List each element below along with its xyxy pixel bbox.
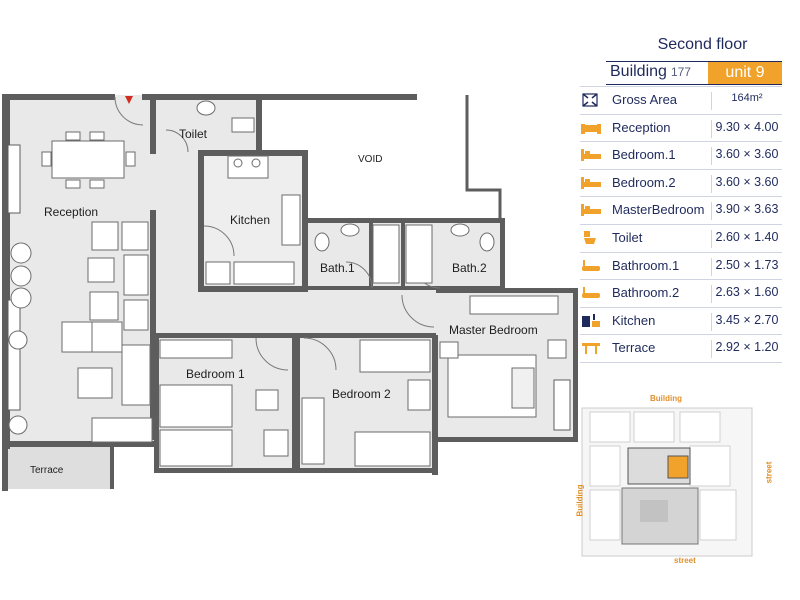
room-name: MasterBedroom bbox=[612, 202, 705, 218]
doors bbox=[114, 96, 441, 371]
label-bedroom2: Bedroom 2 bbox=[332, 387, 391, 401]
room-name: Bedroom.2 bbox=[612, 174, 676, 190]
room-row: Bathroom.1 2.50 × 1.73 bbox=[580, 253, 782, 281]
label-bedroom1: Bedroom 1 bbox=[186, 367, 245, 381]
label-void: VOID bbox=[358, 154, 382, 165]
room-row: Gross Area 164m² bbox=[580, 86, 782, 115]
room-name: Bedroom.1 bbox=[612, 147, 676, 163]
label-bath1: Bath.1 bbox=[320, 261, 355, 275]
room-row: Reception 9.30 × 4.00 bbox=[580, 115, 782, 143]
room-name: Bathroom.2 bbox=[612, 285, 680, 301]
label-terrace: Terrace bbox=[30, 465, 64, 476]
room-dimension: 164m² bbox=[711, 92, 782, 110]
armchair-icon bbox=[91, 221, 119, 251]
gross-area-icon bbox=[580, 91, 602, 109]
room-row: Terrace 2.92 × 1.20 bbox=[580, 335, 782, 363]
coffee-table-icon bbox=[77, 367, 113, 399]
basin-icon bbox=[196, 100, 216, 116]
void-outline bbox=[262, 95, 502, 220]
room-row: Bathroom.2 2.63 × 1.60 bbox=[580, 280, 782, 308]
room-dimension: 2.60 × 1.40 bbox=[711, 229, 782, 248]
room-name: Toilet bbox=[612, 229, 643, 245]
room-row: Bedroom.1 3.60 × 3.60 bbox=[580, 142, 782, 170]
room-name: Gross Area bbox=[612, 92, 678, 107]
walls bbox=[2, 94, 578, 491]
windows bbox=[7, 144, 571, 431]
label-toilet: Toilet bbox=[179, 127, 208, 141]
building-number: 177 bbox=[670, 65, 691, 79]
room-dimension: 2.50 × 1.73 bbox=[711, 257, 782, 276]
terrace-icon bbox=[580, 339, 602, 357]
dining-table-icon bbox=[51, 140, 125, 179]
room-row: Toilet 2.60 × 1.40 bbox=[580, 225, 782, 253]
furniture bbox=[8, 100, 567, 467]
room-name: Reception bbox=[612, 119, 671, 135]
toilet-icon bbox=[580, 229, 602, 247]
side-table-icon bbox=[87, 257, 115, 283]
key-plan-label-right: street bbox=[764, 461, 774, 484]
key-plan bbox=[581, 407, 753, 557]
room-row: Bedroom.2 3.60 × 3.60 bbox=[580, 170, 782, 198]
room-row: Kitchen 3.45 × 2.70 bbox=[580, 308, 782, 336]
room-dimension: 2.92 × 1.20 bbox=[711, 340, 782, 359]
label-master-bedroom: Master Bedroom bbox=[449, 323, 538, 337]
room-row: MasterBedroom 3.90 × 3.63 bbox=[580, 197, 782, 225]
bathtub-icon bbox=[580, 284, 602, 302]
room-dimension: 9.30 × 4.00 bbox=[711, 119, 782, 138]
key-plan-label-left: Building bbox=[575, 484, 585, 517]
stove-icon bbox=[227, 155, 269, 179]
bathtub-icon bbox=[372, 224, 400, 284]
floor-title: Second floor bbox=[657, 36, 748, 53]
label-kitchen: Kitchen bbox=[230, 213, 270, 227]
key-plan-label-top: Building bbox=[650, 394, 682, 403]
bed-icon bbox=[580, 174, 602, 192]
room-name: Bathroom.1 bbox=[612, 257, 680, 273]
room-name: Terrace bbox=[612, 340, 656, 356]
bathtub-icon bbox=[580, 257, 602, 275]
sofa-icon bbox=[580, 119, 602, 137]
kitchen-icon bbox=[580, 312, 602, 330]
room-name: Kitchen bbox=[612, 312, 656, 328]
entrance-marker-icon bbox=[125, 96, 133, 104]
sofa-icon bbox=[121, 344, 151, 406]
label-reception: Reception bbox=[44, 205, 98, 219]
bed-icon bbox=[159, 384, 233, 428]
room-dimension: 3.60 × 3.60 bbox=[711, 147, 782, 166]
bed-icon bbox=[580, 201, 602, 219]
room-dimension: 3.60 × 3.60 bbox=[711, 174, 782, 193]
room-dimension: 3.90 × 3.63 bbox=[711, 202, 782, 221]
key-plan-label-bottom: street bbox=[674, 556, 696, 565]
room-dimension: 3.45 × 2.70 bbox=[711, 312, 782, 331]
bed-icon bbox=[580, 146, 602, 164]
room-dimension: 2.63 × 1.60 bbox=[711, 285, 782, 304]
unit-badge: unit 9 bbox=[708, 62, 782, 84]
label-bath2: Bath.2 bbox=[452, 261, 487, 275]
